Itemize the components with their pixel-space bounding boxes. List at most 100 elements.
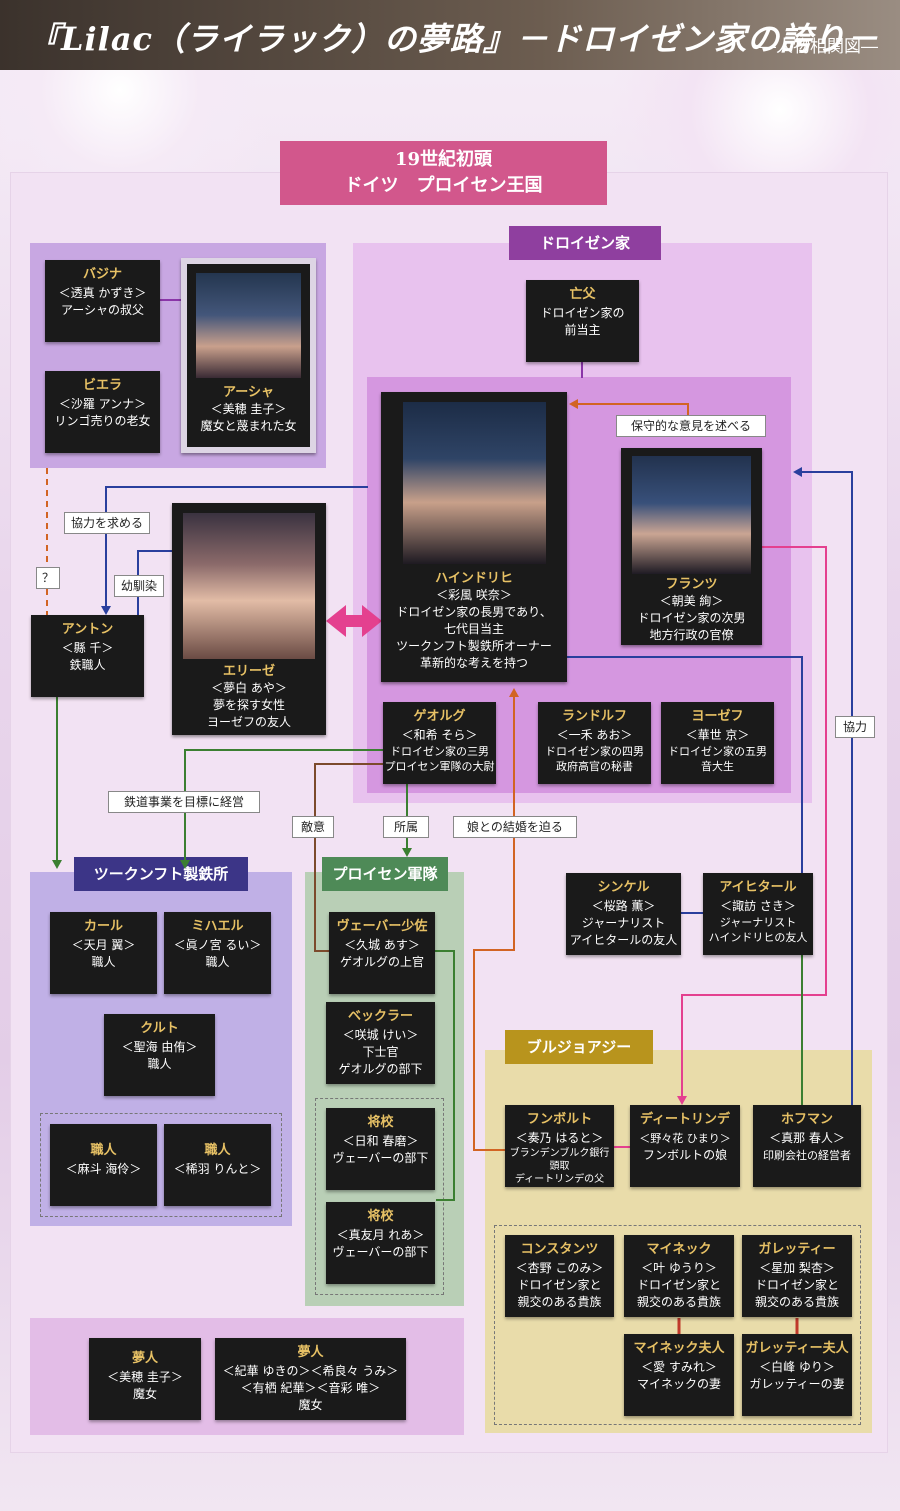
galletti-actor: ＜星加 梨杏＞ bbox=[759, 1261, 835, 1275]
humboldt-desc3: ディートリンデの父 bbox=[514, 1174, 605, 1185]
humboldt-name: フンボルト bbox=[526, 1112, 593, 1127]
relation-childhood: 幼馴染 bbox=[114, 575, 164, 597]
franz-desc1: ドロイゼン家の次男 bbox=[637, 611, 746, 625]
heinrich-actor: ＜彩風 咲奈＞ bbox=[436, 588, 512, 602]
relation-belong: 所属 bbox=[383, 816, 429, 838]
heinrich-desc3: ツークンフト製鉄所オーナー bbox=[396, 639, 552, 653]
randolf-desc1: ドロイゼン家の四男 bbox=[545, 745, 644, 758]
nobles-group bbox=[494, 1225, 861, 1425]
card-kurt[interactable]: クルト ＜聖海 由侑＞ 職人 bbox=[104, 1014, 215, 1096]
randolf-name: ランドルフ bbox=[561, 709, 627, 724]
works-label: ツークンフト製鉄所 bbox=[74, 857, 248, 891]
title-bar: 『Lilac（ライラック）の夢路』－ドロイゼン家の誇り－ ―人物相関図― bbox=[0, 0, 900, 70]
card-dream2[interactable]: 夢人 ＜紀華 ゆきの＞＜希良々 うみ＞ ＜有栖 紀華＞＜音彩 唯＞ 魔女 bbox=[215, 1338, 406, 1420]
card-anton[interactable]: アントン ＜縣 千＞ 鉄職人 bbox=[31, 615, 144, 697]
dream2-name: 夢人 bbox=[297, 1345, 324, 1360]
schinkel-desc1: ジャーナリスト bbox=[581, 916, 666, 930]
card-josef[interactable]: ヨーゼフ ＜華世 京＞ ドロイゼン家の五男 音大生 bbox=[661, 702, 774, 784]
card-schinkel[interactable]: シンケル ＜桜路 薫＞ ジャーナリスト アイヒタールの友人 bbox=[566, 873, 681, 955]
michael-name: ミハエル bbox=[191, 919, 244, 934]
card-mrs-galletti[interactable]: ガレッティー夫人 ＜白峰 ゆり＞ ガレッティーの妻 bbox=[742, 1334, 852, 1416]
card-becker[interactable]: ベックラー ＜咲城 けい＞ 下士官 ゲオルグの部下 bbox=[326, 1002, 435, 1084]
card-georg[interactable]: ゲオルグ ＜和希 そら＞ ドロイゼン家の三男 プロイセン軍隊の大尉 bbox=[383, 702, 496, 784]
asha-photo bbox=[196, 273, 301, 378]
georg-name: ゲオルグ bbox=[413, 709, 466, 724]
relation-unknown: ？ bbox=[36, 567, 60, 589]
relation-hostility: 敵意 bbox=[292, 816, 334, 838]
card-basina[interactable]: バジナ ＜透真 かずき＞ アーシャの叔父 bbox=[45, 260, 160, 342]
asha-actor: ＜美穂 圭子＞ bbox=[210, 402, 287, 416]
elise-desc1: 夢を探す女性 bbox=[212, 698, 285, 712]
heinrich-desc4: 革新的な考えを持つ bbox=[419, 656, 528, 670]
anton-actor: ＜縣 千＞ bbox=[61, 641, 114, 655]
hoffmann-desc: 印刷会社の経営者 bbox=[763, 1149, 851, 1162]
card-franz[interactable]: フランツ ＜朝美 絢＞ ドロイゼン家の次男 地方行政の官僚 bbox=[621, 448, 762, 645]
card-officer1[interactable]: 将校 ＜日和 春磨＞ ヴェーバーの部下 bbox=[326, 1108, 435, 1190]
card-weber[interactable]: ヴェーバー少佐 ＜久城 あす＞ ゲオルグの上官 bbox=[329, 912, 435, 994]
meinecke-desc1: ドロイゼン家と bbox=[636, 1278, 721, 1292]
army-label: プロイセン軍隊 bbox=[322, 857, 448, 891]
constanz-actor: ＜杏野 このみ＞ bbox=[515, 1261, 604, 1275]
bourgeois-label: ブルジョアジー bbox=[505, 1030, 653, 1064]
anton-desc: 鉄職人 bbox=[69, 658, 106, 672]
basina-name: バジナ bbox=[82, 267, 122, 282]
kurt-desc: 職人 bbox=[147, 1057, 172, 1071]
meinecke-desc2: 親交のある貴族 bbox=[636, 1295, 721, 1309]
galletti-desc1: ドロイゼン家と bbox=[754, 1278, 839, 1292]
mrs-meinecke-actor: ＜愛 すみれ＞ bbox=[641, 1360, 717, 1374]
droysen-label: ドロイゼン家 bbox=[509, 226, 661, 260]
father-desc1: ドロイゼン家の bbox=[540, 306, 625, 320]
card-worker2[interactable]: 職人 ＜稀羽 りんと＞ bbox=[164, 1124, 271, 1206]
randolf-actor: ＜一禾 あお＞ bbox=[556, 728, 633, 742]
card-officer2[interactable]: 将校 ＜真友月 れあ＞ ヴェーバーの部下 bbox=[326, 1202, 435, 1284]
kurt-name: クルト bbox=[140, 1021, 179, 1036]
officer1-actor: ＜日和 春磨＞ bbox=[342, 1134, 419, 1148]
card-eichtal[interactable]: アイヒタール ＜諏訪 さき＞ ジャーナリスト ハインドリヒの友人 bbox=[703, 873, 813, 955]
constanz-desc1: ドロイゼン家と bbox=[517, 1278, 602, 1292]
franz-actor: ＜朝美 絢＞ bbox=[659, 594, 724, 608]
card-galletti[interactable]: ガレッティー ＜星加 梨杏＞ ドロイゼン家と 親交のある貴族 bbox=[742, 1235, 852, 1317]
weber-name: ヴェーバー少佐 bbox=[336, 919, 428, 934]
relation-cooperate-ask: 協力を求める bbox=[64, 512, 150, 534]
worker2-actor: ＜稀羽 りんと＞ bbox=[173, 1162, 262, 1176]
eichtal-desc1: ジャーナリスト bbox=[719, 916, 797, 929]
heinrich-desc1: ドロイゼン家の長男であり、 bbox=[396, 605, 552, 619]
dietlinde-actor: ＜野々花 ひまり＞ bbox=[639, 1132, 731, 1145]
card-worker1[interactable]: 職人 ＜麻斗 海伶＞ bbox=[50, 1124, 157, 1206]
franz-name: フランツ bbox=[665, 577, 718, 592]
officer1-desc: ヴェーバーの部下 bbox=[332, 1151, 429, 1165]
constanz-desc2: 親交のある貴族 bbox=[517, 1295, 602, 1309]
father-desc2: 前当主 bbox=[564, 323, 601, 337]
card-humboldt[interactable]: フンボルト ＜奏乃 はると＞ ブランデンブルク銀行 頭取 ディートリンデの父 bbox=[505, 1105, 614, 1187]
card-karl[interactable]: カール ＜天月 翼＞ 職人 bbox=[50, 912, 157, 994]
georg-desc2: プロイセン軍隊の大尉 bbox=[384, 760, 495, 773]
dream2-actor1: ＜紀華 ゆきの＞＜希良々 うみ＞ bbox=[222, 1364, 399, 1378]
card-randolf[interactable]: ランドルフ ＜一禾 あお＞ ドロイゼン家の四男 政府高官の秘書 bbox=[538, 702, 651, 784]
relation-marriage: 娘との結婚を迫る bbox=[453, 816, 577, 838]
card-hoffmann[interactable]: ホフマン ＜真那 春人＞ 印刷会社の経営者 bbox=[753, 1105, 861, 1187]
card-mrs-meinecke[interactable]: マイネック夫人 ＜愛 すみれ＞ マイネックの妻 bbox=[624, 1334, 734, 1416]
card-dietlinde[interactable]: ディートリンデ ＜野々花 ひまり＞ フンボルトの娘 bbox=[630, 1105, 740, 1187]
card-heinrich[interactable]: ハインドリヒ ＜彩風 咲奈＞ ドロイゼン家の長男であり、 七代目当主 ツークンフ… bbox=[381, 392, 567, 682]
biela-desc: リンゴ売りの老女 bbox=[54, 414, 151, 428]
elise-desc2: ヨーゼフの友人 bbox=[206, 715, 291, 729]
card-father[interactable]: 亡父 ドロイゼン家の 前当主 bbox=[526, 280, 639, 362]
card-constanz[interactable]: コンスタンツ ＜杏野 このみ＞ ドロイゼン家と 親交のある貴族 bbox=[505, 1235, 614, 1317]
karl-name: カール bbox=[83, 919, 123, 934]
dream2-desc: 魔女 bbox=[298, 1398, 323, 1412]
asha-desc: 魔女と蔑まれた女 bbox=[200, 419, 297, 433]
mrs-galletti-name: ガレッティー夫人 bbox=[745, 1341, 849, 1356]
card-dream1[interactable]: 夢人 ＜美穂 圭子＞ 魔女 bbox=[89, 1338, 201, 1420]
randolf-desc2: 政府高官の秘書 bbox=[556, 760, 633, 773]
card-biela[interactable]: ビエラ ＜沙羅 アンナ＞ リンゴ売りの老女 bbox=[45, 371, 160, 453]
galletti-desc2: 親交のある貴族 bbox=[754, 1295, 839, 1309]
card-michael[interactable]: ミハエル ＜眞ノ宮 るい＞ 職人 bbox=[164, 912, 271, 994]
card-meinecke[interactable]: マイネック ＜叶 ゆうり＞ ドロイゼン家と 親交のある貴族 bbox=[624, 1235, 734, 1317]
georg-actor: ＜和希 そら＞ bbox=[401, 728, 478, 742]
card-asha[interactable]: アーシャ ＜美穂 圭子＞ 魔女と蔑まれた女 bbox=[181, 258, 316, 453]
relation-railway: 鉄道事業を目標に経営 bbox=[108, 791, 260, 813]
worker2-name: 職人 bbox=[204, 1143, 231, 1158]
relation-cooperate: 協力 bbox=[835, 716, 875, 738]
dietlinde-name: ディートリンデ bbox=[639, 1112, 731, 1127]
card-elise[interactable]: エリーゼ ＜夢白 あや＞ 夢を探す女性 ヨーゼフの友人 bbox=[172, 503, 326, 735]
